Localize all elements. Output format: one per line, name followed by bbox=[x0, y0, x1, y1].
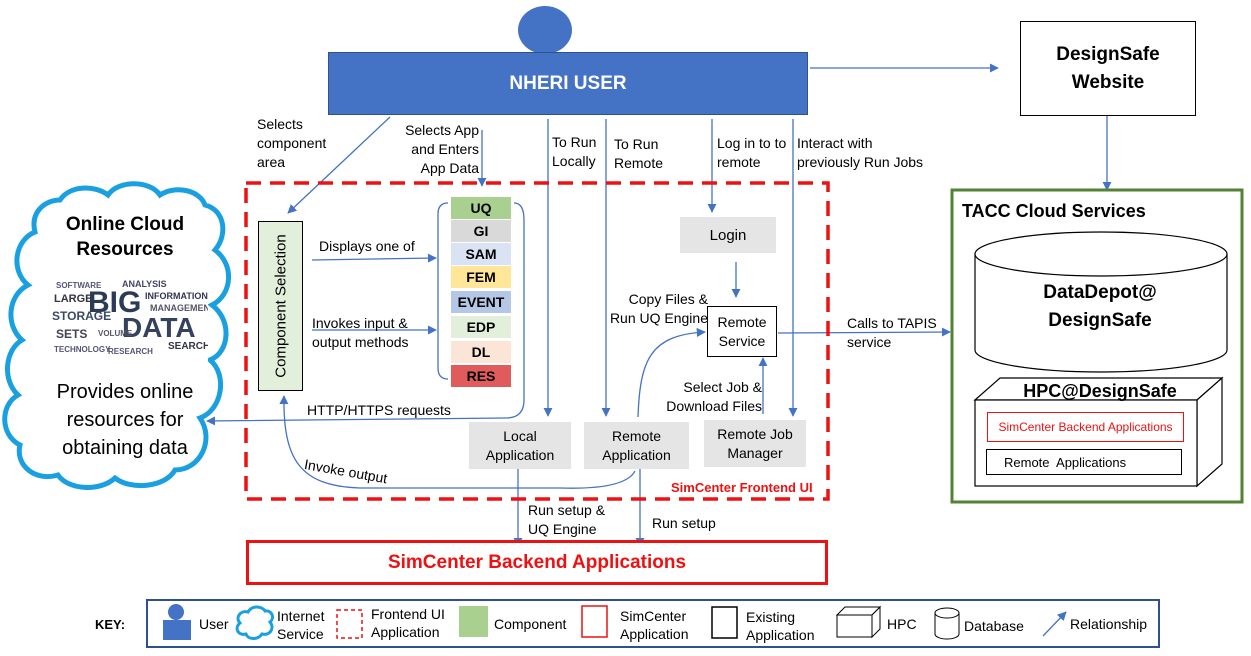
key-hpc-icon bbox=[835, 605, 882, 639]
remote-application-box[interactable]: Remote Application bbox=[584, 422, 689, 469]
label-select-job: Select Job & Download Files bbox=[666, 379, 762, 414]
designsafe-website-box[interactable]: DesignSafe Website bbox=[1020, 21, 1196, 116]
component-dl[interactable]: DL bbox=[451, 341, 511, 364]
key-label-simcenter: SimCenter Application bbox=[620, 608, 689, 642]
big-data-wordcloud bbox=[48, 275, 208, 365]
key-existing-icon bbox=[711, 606, 738, 639]
label-http: HTTP/HTTPS requests bbox=[307, 402, 451, 418]
component-edp[interactable]: EDP bbox=[451, 316, 511, 339]
key-relationship-icon bbox=[1042, 611, 1067, 637]
key-label-existing: Existing Application bbox=[746, 609, 815, 643]
user-head-icon bbox=[518, 6, 572, 54]
key-label-internet: Internet Service bbox=[277, 608, 325, 642]
key-simcenter-icon bbox=[581, 605, 608, 638]
cloud-description: Provides online resources for obtaining … bbox=[56, 381, 194, 459]
frontend-boundary bbox=[244, 181, 830, 501]
key-component-icon bbox=[459, 606, 488, 637]
label-run-setup-uq: Run setup & UQ Engine bbox=[528, 502, 606, 537]
label-run-locally: To Run Locally bbox=[552, 134, 597, 169]
label-copy-files: Copy Files & Run UQ Engine bbox=[609, 291, 708, 326]
component-fem[interactable]: FEM bbox=[451, 266, 511, 289]
key-label-frontend: Frontend UI Application bbox=[371, 606, 445, 640]
key-frontend-icon bbox=[336, 609, 363, 639]
cloud-title: Online Cloud Resources bbox=[65, 214, 185, 260]
arrow-http-requests bbox=[206, 202, 525, 426]
key-label-user: User bbox=[199, 616, 229, 632]
arrow-remoteapp-service bbox=[637, 327, 706, 418]
wordcloud-text: SOFTWARE ANALYSIS LARGE BIG INFORMATION … bbox=[52, 279, 208, 356]
label-selects-app: Selects App and Enters App Data bbox=[405, 122, 479, 176]
key-label-component: Component bbox=[494, 616, 567, 632]
label-selects-component: Selects component area bbox=[257, 116, 327, 170]
label-run-remote: To Run Remote bbox=[614, 136, 664, 171]
frontend-label: SimCenter Frontend UI bbox=[671, 480, 813, 495]
hpc-backend-box[interactable]: SimCenter Backend Applications bbox=[987, 412, 1184, 442]
remote-service-box[interactable]: Remote Service bbox=[707, 306, 777, 357]
nheri-user-bar[interactable]: NHERI USER bbox=[328, 52, 808, 115]
component-event[interactable]: EVENT bbox=[451, 291, 511, 314]
arrow-displays bbox=[311, 253, 437, 263]
remote-job-manager-box[interactable]: Remote Job Manager bbox=[704, 420, 806, 467]
component-selection-label: Component Selection bbox=[272, 234, 290, 378]
key-label-hpc: HPC bbox=[887, 616, 917, 632]
component-selection-box[interactable]: Component Selection bbox=[258, 221, 303, 391]
arrow-invoke-output bbox=[279, 395, 636, 489]
label-run-setup: Run setup bbox=[652, 515, 716, 531]
tacc-title: TACC Cloud Services bbox=[962, 201, 1146, 221]
label-log-in: Log in to to remote bbox=[717, 135, 787, 170]
arrow-select-component bbox=[287, 116, 391, 214]
local-application-box[interactable]: Local Application bbox=[469, 422, 571, 469]
component-gi[interactable]: GI bbox=[451, 220, 511, 243]
key-user-icon bbox=[163, 604, 191, 640]
component-uq[interactable]: UQ bbox=[451, 197, 511, 220]
key-title: KEY: bbox=[95, 617, 126, 632]
key-internet-icon bbox=[235, 605, 274, 640]
label-calls-to: Calls to TAPIS service bbox=[847, 315, 937, 350]
hpc-remote-box[interactable]: Remote Applications bbox=[986, 449, 1182, 475]
datadepot-label: DataDepot@ DesignSafe bbox=[1043, 282, 1157, 331]
datadepot-cylinder bbox=[974, 231, 1228, 373]
arrow-service-tacc bbox=[777, 327, 951, 337]
login-box[interactable]: Login bbox=[680, 217, 776, 253]
label-interact: Interact with previously Run Jobs bbox=[797, 135, 924, 170]
label-displays: Displays one of bbox=[319, 238, 415, 254]
key-panel bbox=[146, 599, 1160, 648]
component-res[interactable]: RES bbox=[451, 365, 511, 388]
component-sam[interactable]: SAM bbox=[451, 243, 511, 266]
key-label-relationship: Relationship bbox=[1070, 616, 1148, 632]
component-bracket-left bbox=[437, 202, 449, 380]
simcenter-backend-box[interactable]: SimCenter Backend Applications bbox=[246, 540, 828, 585]
hpc-title: HPC@DesignSafe bbox=[1023, 381, 1177, 401]
label-invokes: Invokes input & output methods bbox=[312, 315, 409, 350]
key-label-database: Database bbox=[964, 618, 1024, 634]
key-database-icon bbox=[934, 607, 960, 640]
